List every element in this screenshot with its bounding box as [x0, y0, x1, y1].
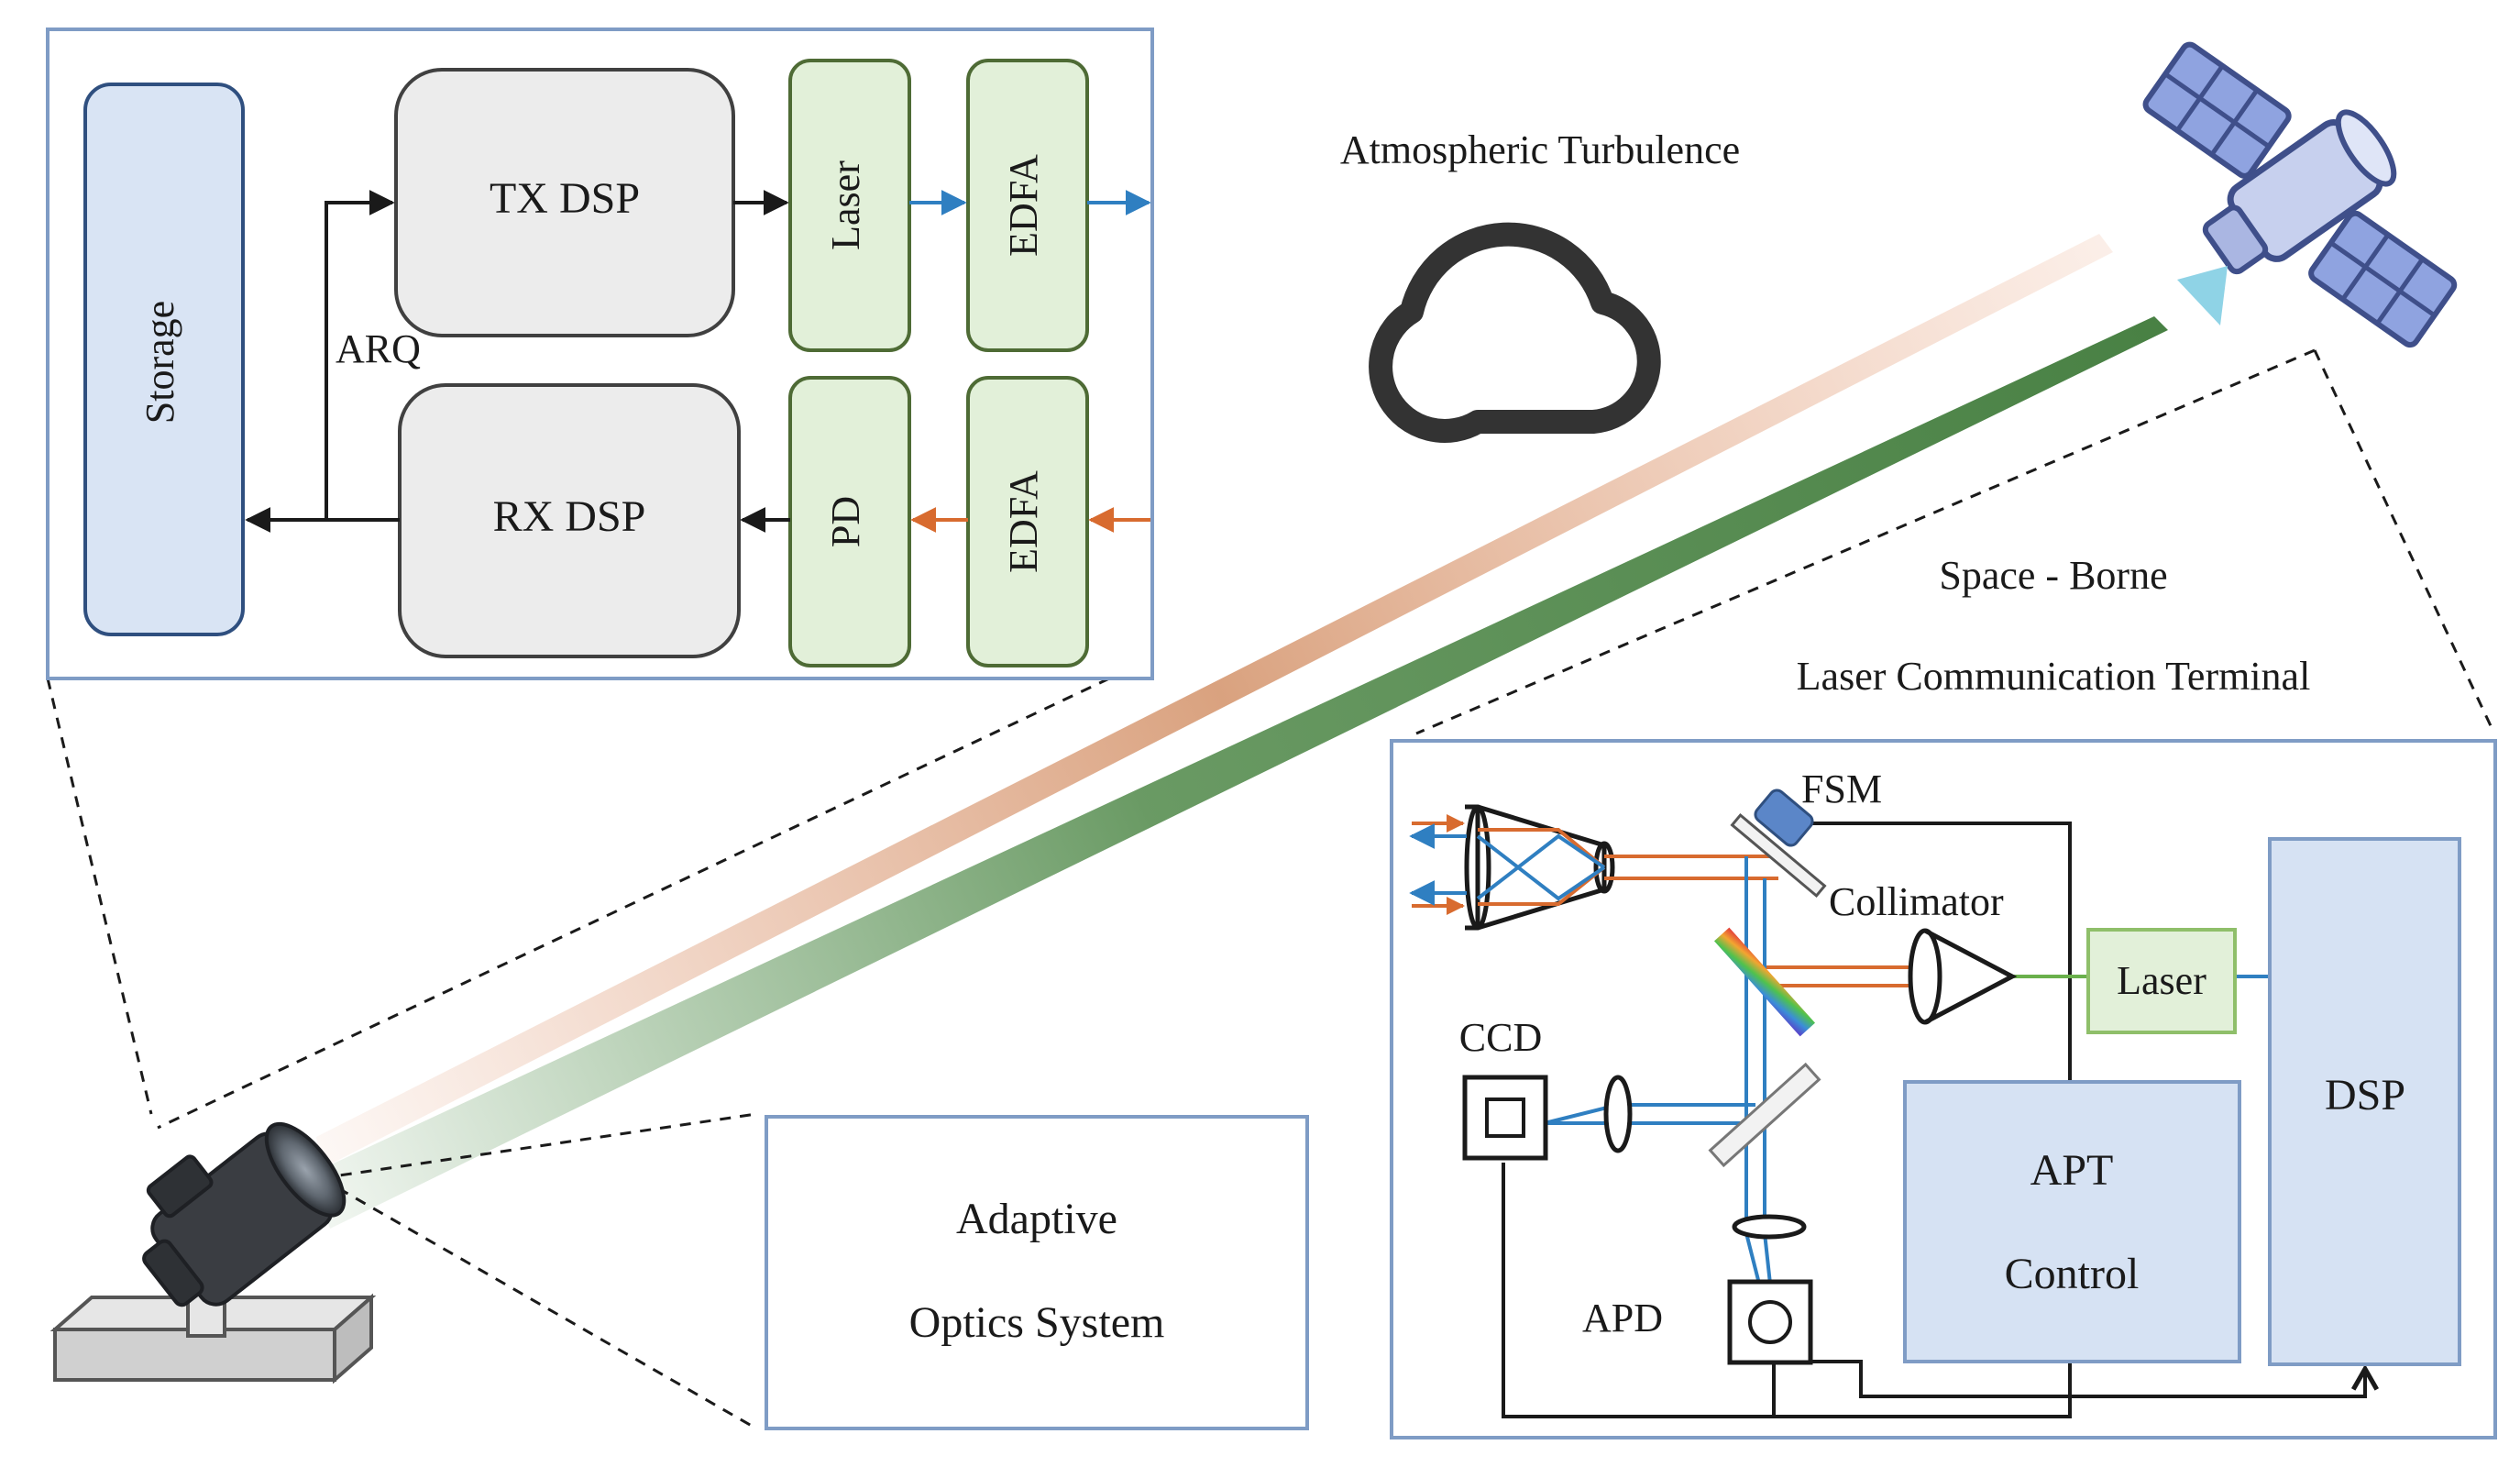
storage-block [83, 83, 245, 636]
tx-dsp-label: TX DSP [490, 174, 640, 223]
terminal-title-line2: Laser Communication Terminal [1797, 654, 2311, 699]
ground-telescope-icon [50, 1121, 377, 1384]
laser-block [788, 59, 911, 352]
pd-label: PD [823, 496, 868, 547]
fsm-label: FSM [1801, 767, 1882, 811]
arq-label: ARQ [336, 326, 421, 371]
terminal-panel: FSM Collimator CCD APD Laser [1390, 739, 2497, 1439]
beam-uplink [316, 234, 2113, 1169]
arq-loop-arrow [325, 190, 395, 520]
apt-label-line1: APT [2030, 1146, 2114, 1195]
beam-downlink [312, 316, 2168, 1229]
laser-label: Laser [823, 160, 868, 250]
collimator-lens-icon [1908, 928, 2018, 1025]
ao-label-line2: Optics System [909, 1298, 1165, 1347]
transceiver-panel: Storage TX DSP RX DSP Laser EDFA PD EDFA… [46, 28, 1154, 680]
terminal-title-line1: Space - Borne [1939, 553, 2167, 598]
adaptive-optics-panel: Adaptive Optics System [765, 1115, 1309, 1430]
apd-label: APD [1582, 1296, 1663, 1340]
ao-label-line1: Adaptive [956, 1195, 1117, 1243]
apt-label-line2: Control [2005, 1250, 2140, 1298]
ccd-lens-icon [1603, 1075, 1633, 1153]
terminal-laser-block [2086, 928, 2237, 1034]
turbulence-label: Atmospheric Turbulence [1340, 127, 1740, 172]
satellite-beam-emitter [2177, 266, 2228, 325]
apd-detector-icon [1727, 1279, 1813, 1365]
dichroic-grating-icon [1713, 927, 1816, 1037]
edfa-tx-block [966, 59, 1089, 352]
terminal-dsp-label: DSP [2325, 1071, 2405, 1120]
rx-dsp-label: RX DSP [493, 492, 646, 541]
zoom-lines [46, 348, 2495, 1430]
ccd-sensor-icon [1462, 1075, 1548, 1161]
apd-lens-icon [1732, 1214, 1807, 1240]
laser-beam [312, 234, 2168, 1229]
terminal-dsp-block [2268, 837, 2461, 1366]
atmospheric-turbulence: Atmospheric Turbulence [1340, 127, 1740, 443]
edfa-rx-label: EDFA [1001, 470, 1046, 573]
fsm-mirror-icon [1730, 789, 1827, 899]
collimator-label: Collimator [1829, 879, 2004, 924]
storage-label: Storage [138, 301, 182, 424]
apt-control-block [1903, 1080, 2241, 1363]
edfa-tx-label: EDFA [1001, 154, 1046, 257]
terminal-laser-label: Laser [2117, 958, 2206, 1003]
cloud-icon [1369, 222, 1661, 443]
satellite-icon [2142, 41, 2458, 348]
ccd-label: CCD [1459, 1015, 1542, 1060]
beam-splitter-icon [1708, 1062, 1821, 1168]
